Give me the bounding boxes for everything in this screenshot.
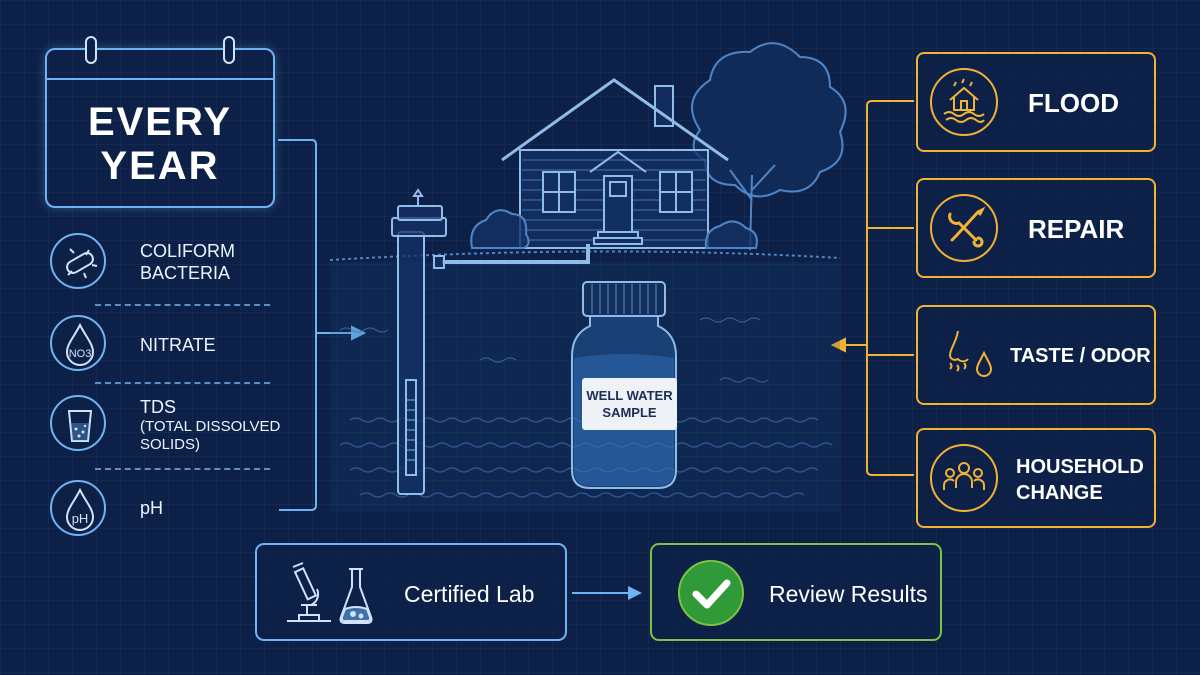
trigger-repair: REPAIR: [916, 178, 1156, 278]
trigger-label: FLOOD: [1028, 88, 1119, 118]
tree: [691, 42, 847, 251]
droplet-ph-icon: pH: [50, 480, 106, 536]
water-glass-icon: [50, 395, 106, 451]
left-connector: [278, 139, 367, 511]
house: [501, 78, 729, 249]
process-arrow: [572, 586, 642, 600]
flask-icon: [339, 568, 373, 624]
family-icon: [930, 444, 998, 512]
certified-lab-step: Certified Lab: [255, 543, 567, 641]
trigger-household-change: HOUSEHOLD CHANGE: [916, 428, 1156, 528]
test-label: NITRATE: [140, 335, 216, 355]
trigger-label-line-2: CHANGE: [1016, 482, 1103, 504]
microscope-icon: [287, 562, 331, 622]
test-tds: TDS (TOTAL DISSOLVED SOLIDS): [45, 390, 285, 460]
well: [391, 188, 447, 495]
test-label: pH: [140, 498, 164, 518]
right-connector: [830, 100, 914, 476]
divider: [95, 304, 270, 306]
test-label: COLIFORM BACTERIA: [140, 240, 235, 284]
checkmark-icon: [678, 560, 744, 626]
trigger-label: REPAIR: [1028, 214, 1125, 244]
test-label-main: TDS: [140, 397, 176, 417]
jar-label-line-1: WELL WATER: [586, 388, 673, 403]
calendar-ring-right: [223, 36, 235, 64]
calendar-line-1: EVERY: [87, 100, 233, 144]
trigger-label: TASTE / ODOR: [1010, 345, 1151, 367]
calendar-text: EVERY YEAR: [47, 100, 273, 188]
test-label: TDS (TOTAL DISSOLVED SOLIDS): [140, 396, 280, 454]
trigger-taste-odor: TASTE / ODOR: [916, 305, 1156, 405]
test-label-line-1: COLIFORM: [140, 241, 236, 261]
calendar-line-2: YEAR: [100, 144, 220, 188]
no3-text: NO3: [69, 348, 92, 360]
nose-drop-icon: [930, 321, 998, 389]
bacteria-icon: [50, 233, 106, 289]
test-label-line-2: BACTERIA: [140, 263, 231, 283]
certified-lab-label: Certified Lab: [404, 581, 535, 607]
jar-label: WELL WATER SAMPLE: [582, 378, 677, 430]
calendar-ring-left: [85, 36, 97, 64]
wrench-screwdriver-icon: [930, 194, 998, 262]
divider: [95, 468, 270, 470]
bushes: [470, 209, 758, 249]
review-results-step: Review Results: [650, 543, 942, 641]
lab-icons: [287, 562, 373, 624]
test-sublabel-1: (TOTAL DISSOLVED: [140, 418, 281, 435]
flooded-house-icon: [930, 68, 998, 136]
review-results-label: Review Results: [769, 581, 928, 607]
ph-text: pH: [72, 511, 89, 526]
every-year-calendar: EVERY YEAR: [45, 36, 275, 208]
test-nitrate: NO3 NITRATE: [45, 310, 285, 380]
test-sublabel-2: SOLIDS): [140, 436, 201, 453]
trigger-label-line-1: HOUSEHOLD: [1016, 456, 1144, 478]
test-coliform: COLIFORM BACTERIA: [45, 228, 285, 298]
divider: [95, 382, 270, 384]
pipe: [442, 244, 590, 264]
trigger-flood: FLOOD: [916, 52, 1156, 152]
calendar-header-line: [47, 78, 273, 80]
jar-label-line-2: SAMPLE: [602, 405, 657, 420]
trigger-label: HOUSEHOLD CHANGE: [1016, 454, 1144, 506]
droplet-no3-icon: NO3: [50, 315, 106, 371]
test-ph: pH pH: [45, 475, 285, 545]
